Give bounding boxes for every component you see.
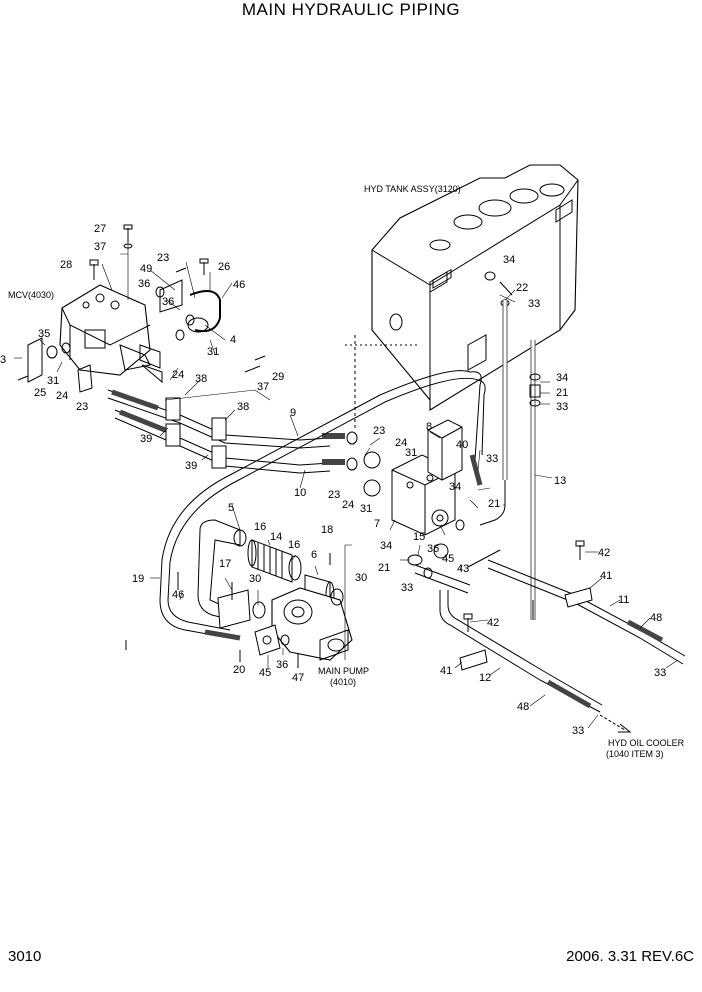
callout: 29 (272, 371, 284, 383)
callout: 33 (528, 298, 540, 310)
callout: 33 (556, 401, 568, 413)
main-pump (197, 519, 353, 661)
hoses-upper (107, 389, 358, 474)
callout: 24 (395, 437, 407, 449)
callout: 21 (556, 387, 568, 399)
callout: 38 (195, 373, 207, 385)
callout: 28 (60, 259, 72, 271)
callout: 5 (228, 502, 234, 514)
callout: 42 (487, 617, 499, 629)
callout: 9 (290, 407, 296, 419)
callout: 46 (233, 279, 245, 291)
callout: 31 (207, 346, 219, 358)
callout: 34 (503, 254, 515, 266)
callout: 27 (94, 223, 106, 235)
callout: 31 (360, 503, 372, 515)
small-parts (17, 224, 585, 668)
label-main-pump: MAIN PUMP (318, 666, 369, 676)
callout: 26 (218, 261, 230, 273)
callout: 23 (328, 489, 340, 501)
callout: 36 (162, 296, 174, 308)
hose-19 (159, 370, 486, 641)
callout: 18 (321, 524, 333, 536)
callout: 40 (456, 439, 468, 451)
callout: 21 (378, 562, 390, 574)
callout: 37 (257, 381, 269, 393)
callout: 34 (380, 540, 392, 552)
callout: 33 (654, 667, 666, 679)
callout: 43 (457, 563, 469, 575)
callout: 34 (449, 481, 461, 493)
callout: 30 (249, 573, 261, 585)
label-mcv: MCV(4030) (8, 290, 54, 300)
callout: 10 (294, 487, 306, 499)
callout: 31 (405, 447, 417, 459)
callout: 39 (140, 433, 152, 445)
callout: 22 (516, 282, 528, 294)
callout: 42 (598, 547, 610, 559)
callout: 38 (237, 401, 249, 413)
main-control-valve (27, 279, 221, 393)
callout: 30 (355, 572, 367, 584)
callout: 19 (132, 573, 144, 585)
callout: 23 (373, 425, 385, 437)
callout: 35 (38, 328, 50, 340)
callout: 25 (34, 387, 46, 399)
callout: 33 (401, 582, 413, 594)
callout: 24 (172, 369, 184, 381)
callout: 16 (288, 539, 300, 551)
hydraulic-tank (345, 164, 579, 620)
callout: 3 (0, 354, 6, 366)
callout: 17 (219, 558, 231, 570)
callout: 36 (138, 278, 150, 290)
revision-date: 2006. 3.31 REV.6C (566, 948, 694, 965)
callout: 41 (600, 570, 612, 582)
return-pipes (414, 480, 686, 733)
callout: 23 (157, 252, 169, 264)
callout: 37 (94, 241, 106, 253)
page-number: 3010 (8, 948, 42, 965)
callout: 16 (254, 521, 266, 533)
callout: 8 (426, 421, 432, 433)
callout: 39 (185, 460, 197, 472)
callout: 31 (47, 375, 59, 387)
callout: 6 (311, 549, 317, 561)
callout: 48 (650, 612, 662, 624)
callout: 36 (427, 543, 439, 555)
callout: 12 (479, 672, 491, 684)
callout-numbers: 27 37 28 23 49 26 36 46 36 4 31 35 3 31 … (0, 223, 666, 737)
label-hyd-tank: HYD TANK ASSY(3120) (364, 184, 461, 194)
label-cooler-item: (1040 ITEM 3) (606, 749, 664, 759)
callout: 7 (374, 518, 380, 530)
callout: 49 (140, 263, 152, 275)
leader-lines (14, 230, 679, 729)
callout: 48 (517, 701, 529, 713)
callout: 21 (488, 498, 500, 510)
callout: 36 (276, 659, 288, 671)
callout: 20 (233, 664, 245, 676)
callout: 47 (292, 672, 304, 684)
callout: 33 (486, 453, 498, 465)
callout: 13 (554, 475, 566, 487)
page-title: MAIN HYDRAULIC PIPING (241, 0, 461, 19)
manifold-block (391, 419, 463, 536)
callout: 24 (342, 499, 354, 511)
callout: 41 (440, 665, 452, 677)
callout: 23 (76, 401, 88, 413)
label-hyd-oil-cooler: HYD OIL COOLER (608, 738, 685, 748)
callout: 46 (172, 589, 184, 601)
callout: 24 (56, 390, 68, 402)
callout: 4 (230, 334, 236, 346)
callout: 11 (618, 594, 629, 606)
callout: 15 (413, 531, 425, 543)
callout: 45 (442, 553, 454, 565)
label-main-pump-num: (4010) (330, 677, 356, 687)
callout: 33 (572, 725, 584, 737)
callout: 14 (270, 531, 282, 543)
callout: 34 (556, 372, 568, 384)
callout: 45 (259, 667, 271, 679)
